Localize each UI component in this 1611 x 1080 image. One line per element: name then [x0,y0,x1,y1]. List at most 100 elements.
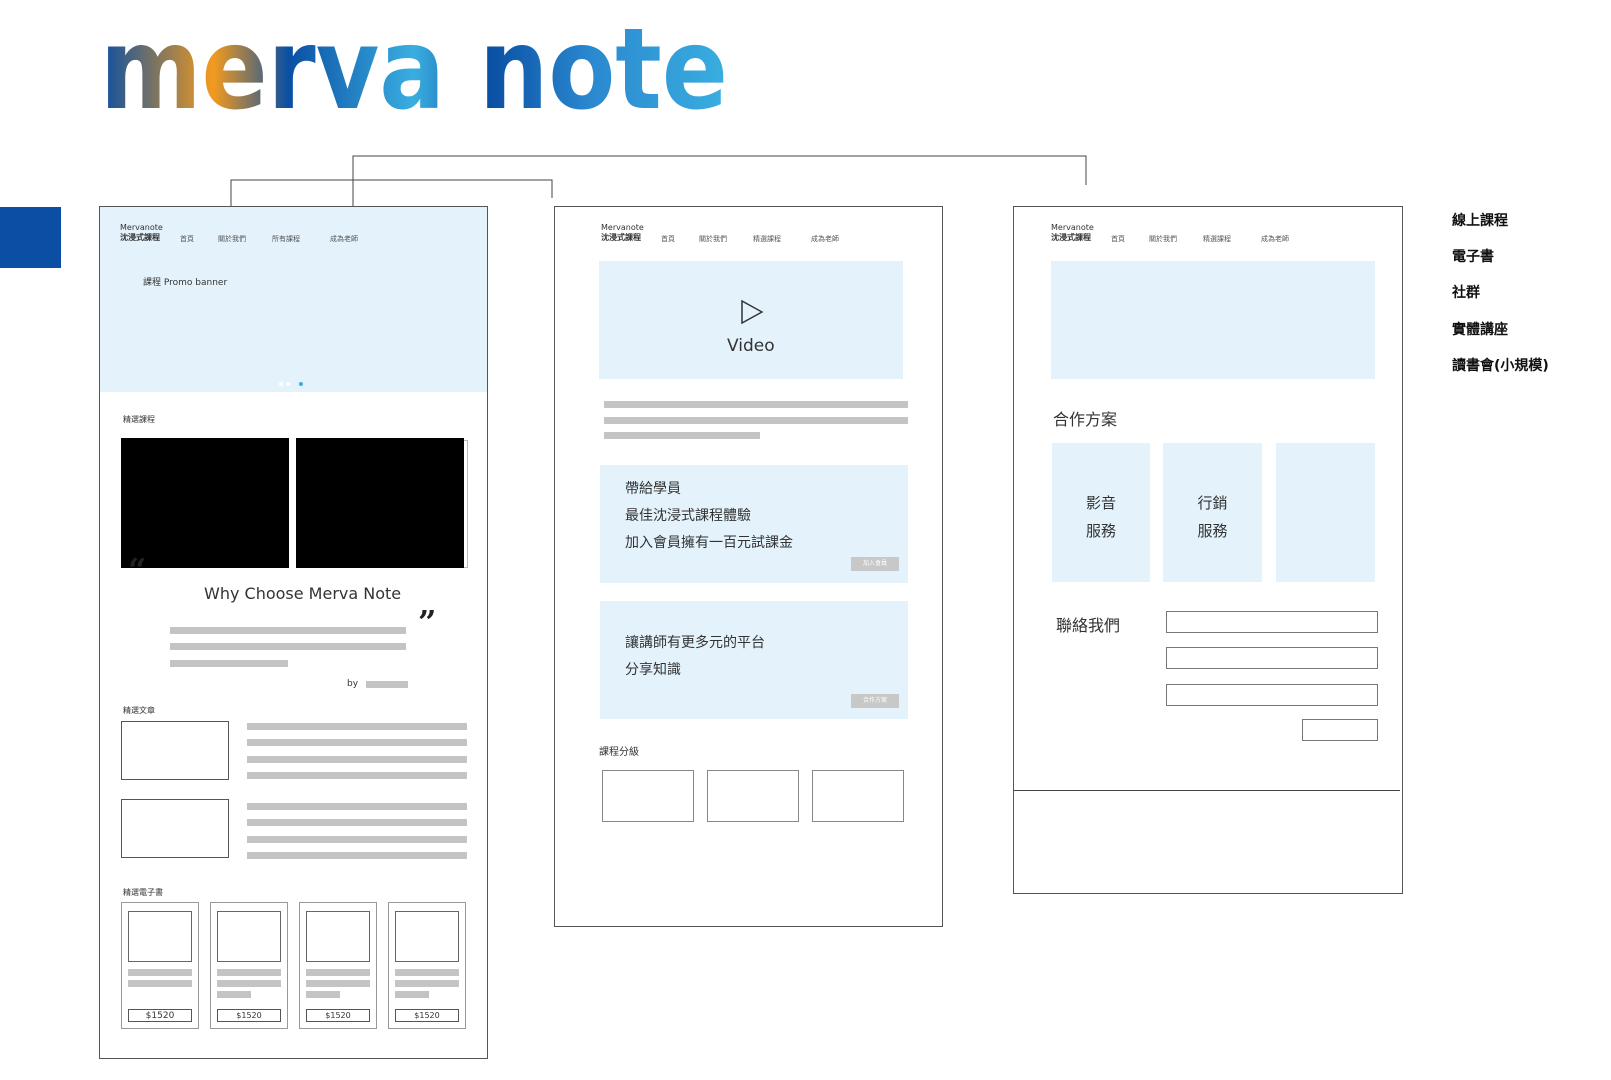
course-level-box[interactable] [707,770,799,822]
text-placeholder [247,739,467,746]
featured-ebooks-label: 精選電子書 [123,888,163,897]
text-placeholder [170,627,406,634]
hero-banner[interactable] [1051,261,1375,379]
text-placeholder [247,803,467,810]
text-placeholder [395,980,459,987]
contact-email-input[interactable] [1166,647,1378,669]
text-placeholder [247,772,467,779]
contact-submit-button[interactable] [1302,719,1378,741]
nav-about[interactable]: 關於我們 [218,235,246,243]
contact-message-input[interactable] [1166,684,1378,706]
partnership-title: 合作方案 [1053,410,1118,429]
card-line: 帶給學員 [625,481,681,497]
course-thumbnail[interactable] [296,438,464,568]
text-placeholder [170,660,288,667]
nav-featured-courses[interactable]: 精選課程 [1203,235,1231,243]
article-image[interactable] [121,799,229,858]
text-placeholder [247,756,467,763]
featured-courses-label: 精選課程 [123,415,155,424]
author-placeholder [366,681,408,688]
brand-logo[interactable]: Mervanote 沈浸式課程 [601,223,644,243]
text-placeholder [395,991,429,998]
ebook-price[interactable]: $1520 [217,1009,281,1022]
ebook-cover [128,911,192,962]
text-placeholder [247,836,467,843]
carousel-dot-1[interactable] [279,382,283,386]
service-card-marketing[interactable]: 行銷 服務 [1163,443,1262,582]
service-line: 行銷 [1197,494,1228,512]
nav-become-teacher[interactable]: 成為老師 [1261,235,1289,243]
course-level-box[interactable] [602,770,694,822]
logo-text: merva note [100,5,728,135]
video-player[interactable]: Video [599,261,903,379]
close-quote-icon: ” [418,603,437,641]
brand-zh: 沈浸式課程 [601,233,641,242]
ebook-cover [395,911,459,962]
course-thumbnail[interactable] [121,438,289,568]
join-member-button[interactable]: 加入會員 [851,557,899,571]
ebook-card[interactable]: $1520 [121,902,199,1029]
service-line: 影音 [1085,494,1116,512]
service-card-empty[interactable] [1276,443,1375,582]
card-line: 分享知識 [625,662,681,678]
banner-label: 課程 Promo banner [143,278,228,288]
ebook-card[interactable]: $1520 [388,902,466,1029]
nav-become-teacher[interactable]: 成為老師 [811,235,839,243]
ebook-cover [306,911,370,962]
ebook-price[interactable]: $1520 [128,1009,192,1022]
article-image[interactable] [121,721,229,780]
contact-name-input[interactable] [1166,611,1378,633]
play-icon[interactable] [739,299,765,325]
course-level-box[interactable] [812,770,904,822]
text-placeholder [306,969,370,976]
teacher-platform-card: 讓講師有更多元的平台 分享知識 合作方案 [600,601,908,719]
card-line: 最佳沈浸式課程體驗 [625,508,751,524]
ebook-card[interactable]: $1520 [299,902,377,1029]
ebook-card[interactable]: $1520 [210,902,288,1029]
nav-about[interactable]: 關於我們 [699,235,727,243]
promo-banner[interactable] [100,207,487,392]
text-placeholder [217,969,281,976]
card-line: 讓講師有更多元的平台 [625,635,765,651]
text-placeholder [604,432,760,439]
teacher-page-wireframe: Mervanote 沈浸式課程 首頁 關於我們 精選課程 成為老師 合作方案 影… [1013,206,1403,894]
course-thumbnail-edge [464,440,468,568]
featured-articles-label: 精選文章 [123,706,155,715]
partnership-button[interactable]: 合作方案 [851,694,899,708]
merva-note-logo: merva note [100,5,728,135]
carousel-dot-2[interactable] [286,382,290,386]
text-placeholder [247,723,467,730]
brand-logo[interactable]: Mervanote 沈浸式課程 [120,223,163,243]
card-line: 加入會員擁有一百元試課金 [625,535,793,551]
nav-home[interactable]: 首頁 [661,235,675,243]
menu-ebooks[interactable]: 電子書 [1452,249,1494,265]
nav-featured-courses[interactable]: 精選課程 [753,235,781,243]
nav-home[interactable]: 首頁 [180,235,194,243]
nav-all-courses[interactable]: 所有課程 [272,235,300,243]
brand-logo[interactable]: Mervanote 沈浸式課程 [1051,223,1094,243]
ebook-price[interactable]: $1520 [395,1009,459,1022]
contact-title: 聯絡我們 [1056,616,1121,635]
text-placeholder [306,991,340,998]
menu-community[interactable]: 社群 [1452,285,1480,301]
brand-en: Mervanote [1051,223,1094,232]
service-card-av[interactable]: 影音 服務 [1052,443,1150,582]
menu-online-courses[interactable]: 線上課程 [1452,213,1508,229]
text-placeholder [247,852,467,859]
text-placeholder [128,969,192,976]
menu-live-lectures[interactable]: 實體講座 [1452,322,1508,338]
text-placeholder [306,980,370,987]
brand-zh: 沈浸式課程 [1051,233,1091,242]
carousel-dot-3[interactable] [299,382,303,386]
ebook-cover [217,911,281,962]
menu-book-club[interactable]: 讀書會(小規模) [1452,358,1549,374]
by-label: by [347,679,359,689]
ebook-price[interactable]: $1520 [306,1009,370,1022]
brand-en: Mervanote [601,223,644,232]
nav-home[interactable]: 首頁 [1111,235,1125,243]
nav-about[interactable]: 關於我們 [1149,235,1177,243]
brand-zh: 沈浸式課程 [120,233,160,242]
text-placeholder [217,980,281,987]
text-placeholder [128,980,192,987]
nav-become-teacher[interactable]: 成為老師 [330,235,358,243]
